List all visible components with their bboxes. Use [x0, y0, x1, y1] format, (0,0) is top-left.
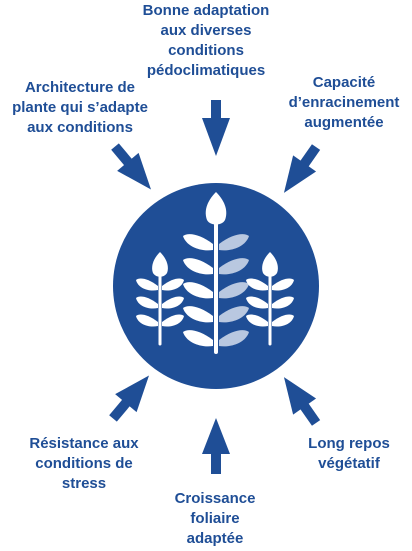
label-bottom-left-line: conditions de: [35, 455, 133, 472]
label-top-left-line: Architecture de: [24, 79, 136, 96]
label-bottom-left-line: Résistance aux: [29, 435, 139, 452]
label-top: Bonne adaptation aux diverses conditions…: [96, 1, 316, 81]
label-bottom-right-line: Long repos: [308, 435, 390, 452]
label-bottom: Croissance foliaire adaptée: [150, 489, 280, 549]
label-top-left: Architecture de plante qui s’adapte aux …: [0, 78, 160, 138]
label-bottom-left: Résistance aux conditions de stress: [14, 434, 154, 494]
label-top-left-line: plante qui s’adapte: [12, 99, 148, 116]
arrow-icon-bottom-right: [283, 377, 321, 426]
label-top-right-line: d’enracinement: [288, 94, 400, 111]
label-top-right-line: Capacité: [312, 74, 376, 91]
label-top-line: conditions: [168, 42, 244, 59]
label-bottom-line: foliaire: [190, 510, 240, 527]
label-bottom-left-line: stress: [61, 475, 107, 492]
arrow-icon-top-right: [283, 144, 321, 193]
label-bottom-right: Long repos végétatif: [286, 434, 412, 474]
label-bottom-line: adaptée: [186, 530, 244, 547]
arrow-icon-top: [202, 100, 230, 156]
arrow-icon-top-left: [111, 143, 151, 190]
label-top-line: aux diverses: [160, 22, 252, 39]
arrow-icon-bottom: [202, 418, 230, 474]
wheat-icon: [136, 192, 294, 354]
label-bottom-right-line: végétatif: [318, 455, 380, 472]
label-bottom-line: Croissance: [174, 490, 256, 507]
label-top-right-line: augmentée: [304, 114, 384, 131]
arrow-icon-bottom-left: [109, 375, 149, 422]
label-top-left-line: aux conditions: [27, 119, 133, 136]
label-top-line: pédoclimatiques: [146, 62, 266, 79]
label-top-line: Bonne adaptation: [142, 2, 270, 19]
label-top-right: Capacité d’enracinement augmentée: [276, 73, 412, 133]
